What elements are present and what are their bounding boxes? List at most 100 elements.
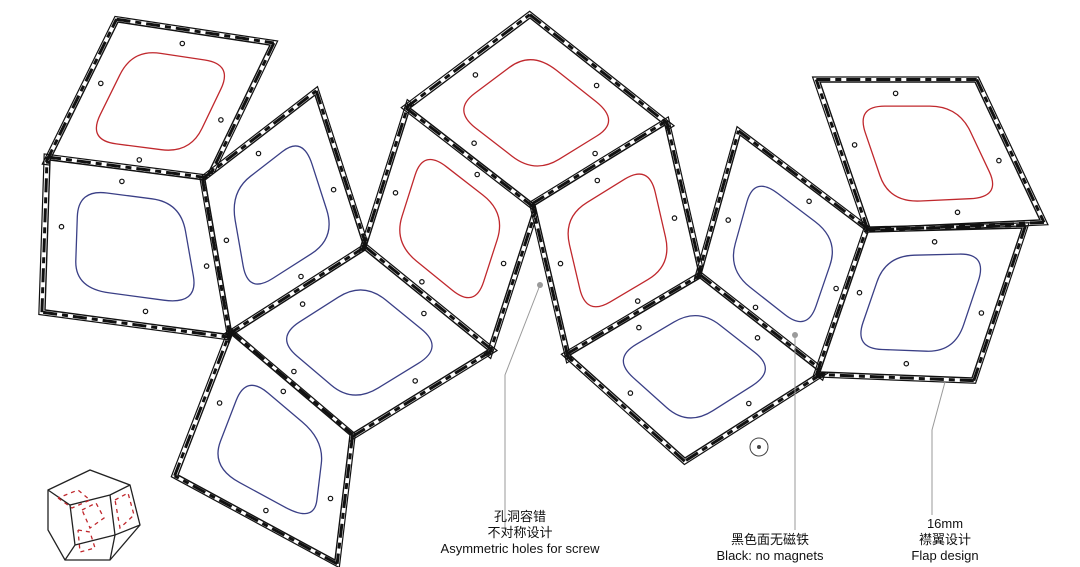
flap-outline <box>400 10 676 213</box>
plain-window <box>860 253 982 352</box>
screw-hole <box>142 308 149 315</box>
screw-hole <box>634 298 641 304</box>
screw-hole <box>419 278 425 285</box>
leader-lines <box>504 282 946 530</box>
screw-hole <box>58 223 65 230</box>
face-outline <box>177 333 351 562</box>
screw-hole <box>725 217 732 223</box>
screw-hole <box>752 304 759 311</box>
plain-window <box>75 191 195 302</box>
plain-window <box>217 384 323 515</box>
fold-slot <box>699 273 826 374</box>
magnet-window <box>95 52 225 151</box>
screw-hole <box>954 209 961 216</box>
fold-slot <box>226 245 367 337</box>
fold-slot <box>116 17 275 45</box>
screw-hole <box>474 171 481 178</box>
screw-hole <box>471 140 477 147</box>
flap-outline <box>170 325 356 567</box>
screw-hole <box>892 90 899 97</box>
net-faces <box>38 10 1049 567</box>
fold-slot <box>40 156 49 313</box>
plain-window <box>622 315 766 419</box>
fold-slot <box>314 90 370 252</box>
assembled-rhombic-dodecahedron-icon <box>47 469 141 561</box>
screw-hole <box>754 334 761 341</box>
screw-hole <box>931 239 938 245</box>
fold-slot <box>815 229 868 375</box>
fold-slot <box>564 273 701 356</box>
face-outline <box>819 81 1042 229</box>
flap-outline <box>812 222 1030 384</box>
fold-slot <box>404 106 536 210</box>
holes-label-zh-1: 孔洞容错 <box>493 509 546 524</box>
black-label-en: Black: no magnets <box>716 548 824 563</box>
flap-label-en: Flap design <box>911 548 979 563</box>
face-right <box>812 222 1030 384</box>
screw-hole <box>856 289 863 296</box>
screw-hole <box>636 324 642 331</box>
fold-slot <box>41 310 236 340</box>
face-outline <box>819 227 1023 379</box>
black-annotation: 黑色面无磁铁 Black: no magnets <box>700 532 840 564</box>
black-label-zh: 黑色面无磁铁 <box>730 532 809 547</box>
fold-slot <box>531 119 668 206</box>
screw-hole <box>98 80 104 87</box>
fold-slot <box>229 329 354 436</box>
screw-hole <box>472 72 479 78</box>
screw-hole <box>216 400 223 406</box>
screw-hole <box>179 40 186 47</box>
screw-hole <box>392 190 399 196</box>
leader-flap <box>931 381 946 515</box>
leader-holes <box>504 284 541 530</box>
fold-slot <box>404 13 531 109</box>
screw-hole <box>327 495 334 502</box>
screw-hole <box>291 368 297 375</box>
flap-annotation: 16mm 襟翼设计 Flap design <box>890 516 1000 564</box>
fold-slot <box>46 155 208 180</box>
plain-window <box>233 145 330 285</box>
fold-slot <box>665 120 705 280</box>
screw-hole <box>851 142 858 148</box>
face-top-left <box>41 15 279 187</box>
screw-hole <box>421 310 427 317</box>
screw-hole <box>280 388 287 395</box>
screw-hole <box>255 150 262 157</box>
fold-slot <box>173 474 338 566</box>
fold-slot <box>201 89 318 180</box>
screw-hole <box>412 378 419 384</box>
fold-slot <box>530 203 570 360</box>
magnet-window <box>463 59 610 167</box>
face-bottom-left <box>170 325 356 567</box>
plain-window <box>286 289 433 396</box>
screw-hole <box>627 390 634 396</box>
holes-label-en: Asymmetric holes for screw <box>440 541 600 556</box>
fold-slot <box>348 348 494 440</box>
fold-slot <box>487 203 540 355</box>
screw-hole <box>594 177 601 184</box>
screw-hole <box>299 301 306 307</box>
fold-slot <box>683 370 826 463</box>
screw-hole <box>903 360 910 367</box>
fold-slot <box>816 372 974 383</box>
screw-hole <box>223 237 230 244</box>
flap-label-zh: 襟翼设计 <box>918 532 971 547</box>
flap-outline <box>811 76 1049 234</box>
screw-hole <box>671 215 678 221</box>
screw-hole <box>745 400 752 407</box>
screw-hole <box>806 198 812 205</box>
screw-hole <box>263 507 269 514</box>
fold-slot <box>866 223 1026 232</box>
screw-hole <box>298 273 304 280</box>
screw-hole <box>978 310 985 316</box>
fold-slot <box>360 103 411 252</box>
fold-slot <box>972 224 1027 382</box>
fold-slot <box>737 129 872 233</box>
screw-hole <box>593 82 600 89</box>
fold-slot <box>695 130 740 280</box>
screw-hole <box>833 285 839 292</box>
face-top-right <box>811 76 1049 234</box>
fold-slot <box>173 330 232 477</box>
fold-slot <box>364 245 494 352</box>
